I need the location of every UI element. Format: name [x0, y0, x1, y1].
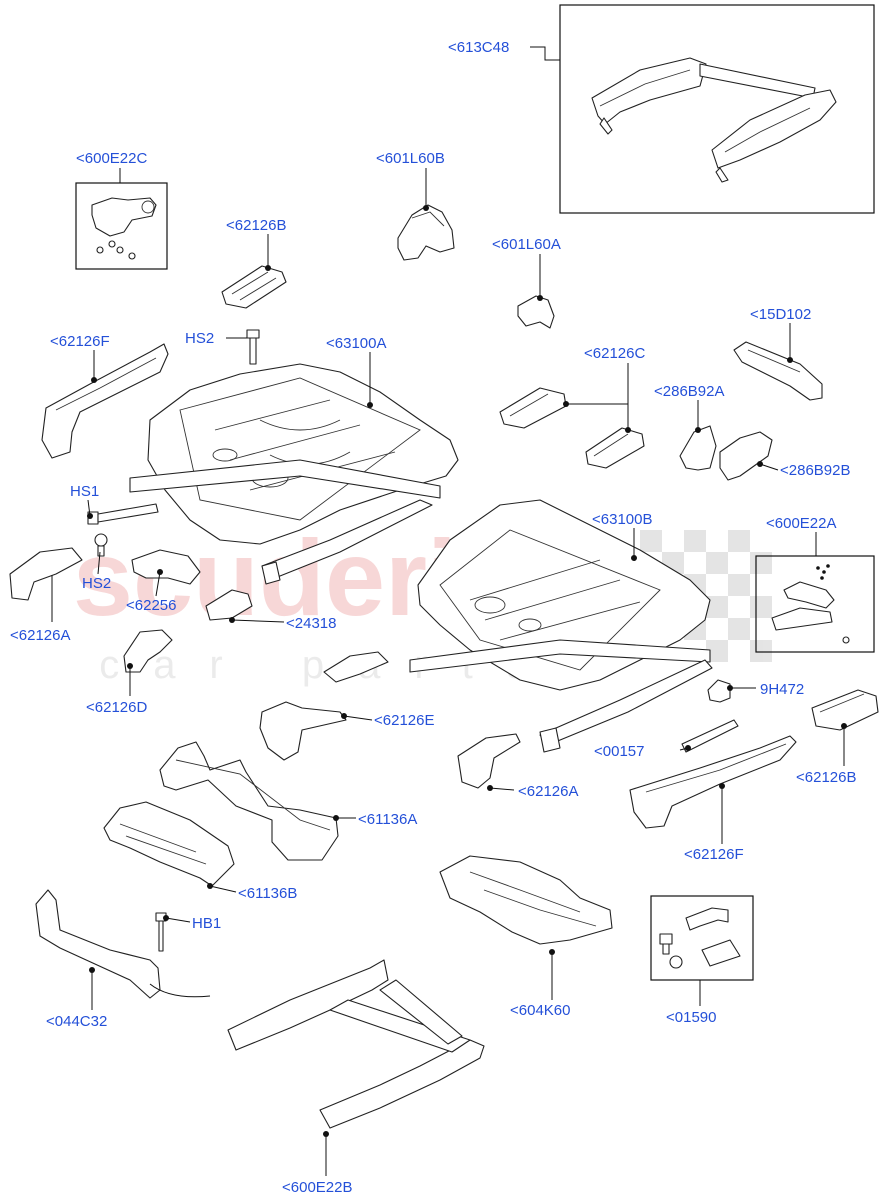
part-601L60A — [517, 295, 555, 329]
label-62256[interactable]: <62256 — [126, 597, 176, 614]
leader-lines — [51, 46, 845, 1176]
label-600E22C[interactable]: <600E22C — [76, 150, 147, 167]
part-62256 — [131, 549, 201, 585]
part-62126B-right — [811, 689, 879, 731]
label-62126A-right[interactable]: <62126A — [518, 783, 578, 800]
part-044C32 — [35, 889, 211, 999]
label-63100A[interactable]: <63100A — [326, 335, 386, 352]
part-600E22B — [227, 959, 485, 1129]
label-15D102[interactable]: <15D102 — [750, 306, 811, 323]
part-9H472 — [707, 679, 731, 703]
label-HB1[interactable]: HB1 — [192, 915, 221, 932]
part-62126F-top — [41, 343, 169, 459]
part-63100A-seat-frame — [129, 363, 459, 585]
part-labels: <613C48 <600E22C <601L60B <62126B <601L6… — [10, 39, 856, 1196]
part-62126E — [259, 701, 347, 761]
label-604K60[interactable]: <604K60 — [510, 1002, 570, 1019]
label-01590[interactable]: <01590 — [666, 1009, 716, 1026]
part-62126D — [123, 629, 173, 673]
label-600E22A[interactable]: <600E22A — [766, 515, 836, 532]
part-62126F-bottom — [629, 735, 797, 829]
label-00157[interactable]: <00157 — [594, 743, 644, 760]
part-613C48 — [591, 57, 837, 183]
label-62126B-right[interactable]: <62126B — [796, 769, 856, 786]
label-61136B[interactable]: <61136B — [238, 885, 297, 902]
box-600E22C — [75, 182, 168, 270]
label-62126F-top[interactable]: <62126F — [50, 333, 110, 350]
label-62126C[interactable]: <62126C — [584, 345, 645, 362]
box-613C48 — [559, 4, 875, 214]
part-01590-kit — [659, 907, 741, 969]
part-HS1-bolt — [87, 503, 159, 525]
part-601L60B — [397, 204, 455, 261]
label-62126A-left[interactable]: <62126A — [10, 627, 70, 644]
part-604K60 — [439, 855, 613, 945]
part-62126A-left — [9, 547, 83, 601]
part-600E22C — [91, 197, 157, 260]
part-62126B-top — [221, 265, 287, 309]
part-286B92B — [719, 431, 773, 481]
part-61136A — [159, 741, 339, 861]
part-24318-lower — [323, 651, 389, 683]
leader-dots — [87, 205, 847, 1137]
label-9H472[interactable]: 9H472 — [760, 681, 804, 698]
label-286B92A[interactable]: <286B92A — [654, 383, 724, 400]
label-HS2-bottom[interactable]: HS2 — [82, 575, 111, 592]
box-600E22A — [755, 555, 875, 653]
part-63100B-seat-frame — [409, 499, 713, 753]
label-601L60A[interactable]: <601L60A — [492, 236, 561, 253]
part-62126A-right — [457, 733, 521, 789]
label-601L60B[interactable]: <601L60B — [376, 150, 445, 167]
part-600E22A — [771, 564, 850, 644]
label-62126D[interactable]: <62126D — [86, 699, 147, 716]
label-62126F-bottom[interactable]: <62126F — [684, 846, 744, 863]
box-01590 — [650, 895, 754, 981]
part-61136B — [103, 801, 235, 887]
label-63100B[interactable]: <63100B — [592, 511, 652, 528]
label-286B92B[interactable]: <286B92B — [780, 462, 850, 479]
part-24318 — [205, 589, 253, 621]
label-61136A[interactable]: <61136A — [358, 811, 417, 828]
label-24318[interactable]: <24318 — [286, 615, 336, 632]
label-HS1[interactable]: HS1 — [70, 483, 99, 500]
part-HS2-top-bolt — [246, 329, 260, 365]
label-613C48[interactable]: <613C48 — [448, 39, 509, 56]
part-15D102 — [733, 341, 823, 401]
part-62126C — [499, 387, 645, 469]
part-HS2-bottom-bolt — [94, 533, 108, 557]
label-044C32[interactable]: <044C32 — [46, 1013, 107, 1030]
label-62126E[interactable]: <62126E — [374, 712, 434, 729]
label-HS2-top[interactable]: HS2 — [185, 330, 214, 347]
label-62126B-top[interactable]: <62126B — [226, 217, 286, 234]
label-600E22B[interactable]: <600E22B — [282, 1179, 352, 1196]
